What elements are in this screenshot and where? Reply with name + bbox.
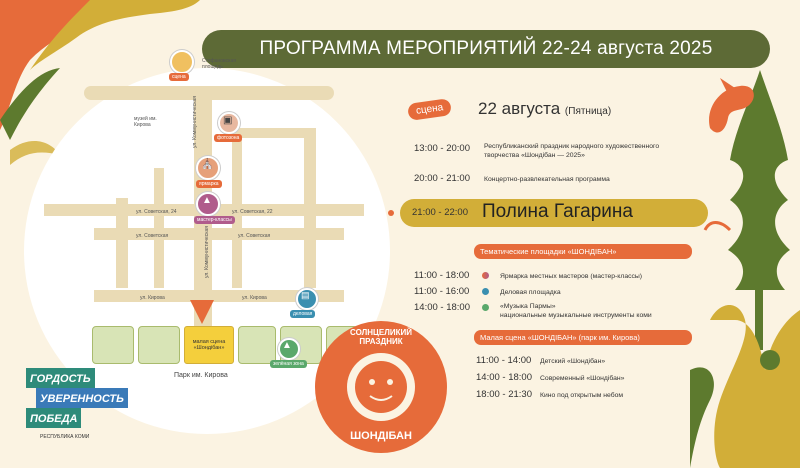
s2-item-2-desc: Современный «Шондiбан» — [540, 375, 625, 382]
square-label: Стефановская площадь — [202, 58, 236, 70]
park-label: Парк им. Кирова — [174, 372, 228, 379]
tree-icon: ▲ — [282, 340, 292, 351]
s2-item-1-desc: Детский «Шондiбан» — [540, 358, 606, 365]
headliner-time: 21:00 - 22:00 — [412, 207, 468, 218]
s2-item-1-time: 11:00 - 14:00 — [476, 355, 532, 366]
decor-bird — [709, 78, 754, 133]
st-sovetskaya-right: ул. Советская — [238, 233, 271, 239]
road-top — [84, 86, 334, 100]
brand-region: РЕСПУБЛИКА КОМИ — [40, 434, 90, 440]
s1-item-3-desc-line1: «Музыка Пармы» — [500, 303, 556, 310]
brand-logo: ГОРДОСТЬ УВЕРЕННОСТЬ ПОБЕДА РЕСПУБЛИКА К… — [26, 368, 128, 440]
section-1-title: Тематические площадки «ШОНДIБАН» — [474, 244, 692, 259]
small-scene-box[interactable]: малая сцена «Шондiбан» — [184, 326, 234, 364]
headliner-name: Полина Гагарина — [482, 201, 633, 222]
festival-bottom-text: ШОНДIБАН — [350, 430, 412, 442]
st-sovetskaya-left: ул. Советская — [136, 233, 169, 239]
road-left-vertical — [116, 198, 128, 288]
s1-item-2-time: 11:00 - 16:00 — [414, 286, 470, 297]
brand-line-3: ПОБЕДА — [26, 408, 82, 428]
s1-item-1-time: 11:00 - 18:00 — [414, 270, 470, 281]
s2-item-3-desc: Кино под открытым небом — [540, 392, 624, 399]
road-kirova — [94, 290, 344, 302]
park-block-2 — [138, 326, 180, 364]
camera-icon: ▣ — [223, 115, 233, 126]
festival-logo-art — [315, 321, 447, 453]
s1-item-1-dot — [482, 272, 489, 279]
market-pin-label: ярмарка — [196, 180, 222, 188]
day-title: 22 августа (Пятница) — [478, 99, 611, 119]
s1-item-1-desc: Ярмарка местных мастеров (мастер-классы) — [500, 273, 643, 280]
road-mid-right — [232, 128, 312, 138]
business-pin-label: деловая — [290, 310, 316, 318]
master-pin[interactable] — [196, 192, 220, 216]
s1-item-3-desc: «Музыка Пармы» национальные музыкальные … — [500, 302, 700, 320]
s2-item-2-time: 14:00 - 18:00 — [476, 372, 532, 383]
scene-pin-label: сцена — [169, 73, 189, 81]
s2-item-3-time: 18:00 - 21:30 — [476, 389, 532, 400]
day-date: 22 августа — [478, 99, 561, 118]
decor-top-left — [0, 0, 200, 165]
presentation-icon: ▤ — [301, 290, 310, 300]
s1-item-2-dot — [482, 288, 489, 295]
museum-label: музей им. Кирова — [134, 116, 157, 128]
scene-tag: сцена — [407, 98, 453, 121]
small-scene-label: малая сцена «Шондiбан» — [192, 339, 226, 351]
festival-top-text: СОЛНЦЕЛИКИЙ ПРАЗДНИК — [350, 328, 412, 346]
section-2-title: Малая сцена «ШОНДIБАН» (парк им. Кирова) — [474, 330, 692, 345]
business-pin[interactable] — [296, 288, 318, 310]
brand-line-2: УВЕРЕННОСТЬ — [36, 388, 128, 408]
market-pin[interactable] — [196, 156, 220, 180]
photo-pin[interactable] — [218, 112, 240, 134]
item-1-desc: Республиканский праздник народного худож… — [484, 142, 704, 160]
park-block-3 — [238, 326, 276, 364]
brand-line-1: ГОРДОСТЬ — [26, 368, 95, 388]
park-block-1 — [92, 326, 134, 364]
headliner-bullet — [388, 210, 394, 216]
st-kommunisticheskaya-lower: ул. Коммунистическая — [204, 225, 210, 278]
day-weekday: (Пятница) — [564, 106, 612, 117]
market-icon: ⛪ — [201, 159, 214, 170]
road-sovetskaya-lower — [94, 228, 344, 240]
green-zone-pin-label: зелёная зона — [270, 360, 307, 368]
st-sovetskaya-24: ул. Советская, 24 — [136, 209, 177, 215]
item-1-desc-line2: творчества «Шондiбан — 2025» — [484, 152, 585, 159]
item-2-time: 20:00 - 21:00 — [414, 173, 470, 184]
st-sovetskaya-22: ул. Советская, 22 — [232, 209, 273, 215]
photo-pin-label: фотозона — [214, 134, 243, 142]
page-title: ПРОГРАММА МЕРОПРИЯТИЙ 22-24 августа 2025 — [202, 30, 770, 68]
st-kommunisticheskaya-upper: ул. Коммунистическая — [192, 95, 198, 148]
item-2-desc: Концертно-развлекательная программа — [484, 176, 610, 183]
st-kirova-left: ул. Кирова — [140, 295, 165, 301]
s1-item-3-time: 14:00 - 18:00 — [414, 302, 470, 313]
master-pin-label: мастер-классы — [194, 216, 235, 224]
headliner-bar: 21:00 - 22:00 Полина Гагарина — [400, 199, 708, 227]
item-1-time: 13:00 - 20:00 — [414, 143, 470, 154]
festival-logo: СОЛНЦЕЛИКИЙ ПРАЗДНИК ШОНДIБАН — [312, 318, 450, 456]
apron-icon: ▲ — [202, 195, 212, 206]
s1-item-3-desc-line2: национальные музыкальные инструменты ком… — [500, 312, 652, 319]
item-1-desc-line1: Республиканский праздник народного худож… — [484, 143, 660, 150]
st-kirova-right: ул. Кирова — [242, 295, 267, 301]
decor-right-tree — [690, 70, 800, 468]
scene-pin[interactable] — [170, 50, 194, 74]
green-zone-pin[interactable] — [278, 338, 300, 360]
s1-item-2-desc: Деловая площадка — [500, 289, 561, 296]
s1-item-3-dot — [482, 304, 489, 311]
